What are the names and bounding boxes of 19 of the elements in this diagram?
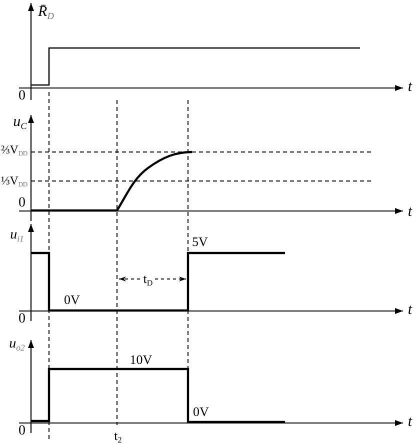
- level-label: ⅔V$_{DD}$: [1, 144, 28, 156]
- tick-label: 0: [18, 312, 26, 328]
- tick-label: 0: [18, 196, 26, 212]
- tick-label: 0: [18, 90, 26, 104]
- time-label: t$_{2}$: [114, 429, 122, 443]
- axis-label: u$_{o2}$: [9, 338, 25, 352]
- level-label: 0V: [193, 405, 209, 419]
- level-label: 0V: [64, 293, 80, 307]
- axis-label: u$_{i1}$: [10, 228, 24, 244]
- level-label: ⅓V$_{DD}$: [1, 174, 28, 188]
- axis-label: t: [408, 205, 412, 221]
- axis-label: u$_{C}$: [13, 115, 27, 131]
- level-label: 5V: [192, 235, 208, 249]
- level-label: 10V: [130, 353, 152, 367]
- axis-label: t: [408, 415, 412, 431]
- axis-label: t: [408, 80, 412, 96]
- tick-label: 0: [18, 424, 26, 440]
- axis-label: t: [408, 303, 412, 319]
- axis-label: R̄$_{D}$: [38, 5, 54, 21]
